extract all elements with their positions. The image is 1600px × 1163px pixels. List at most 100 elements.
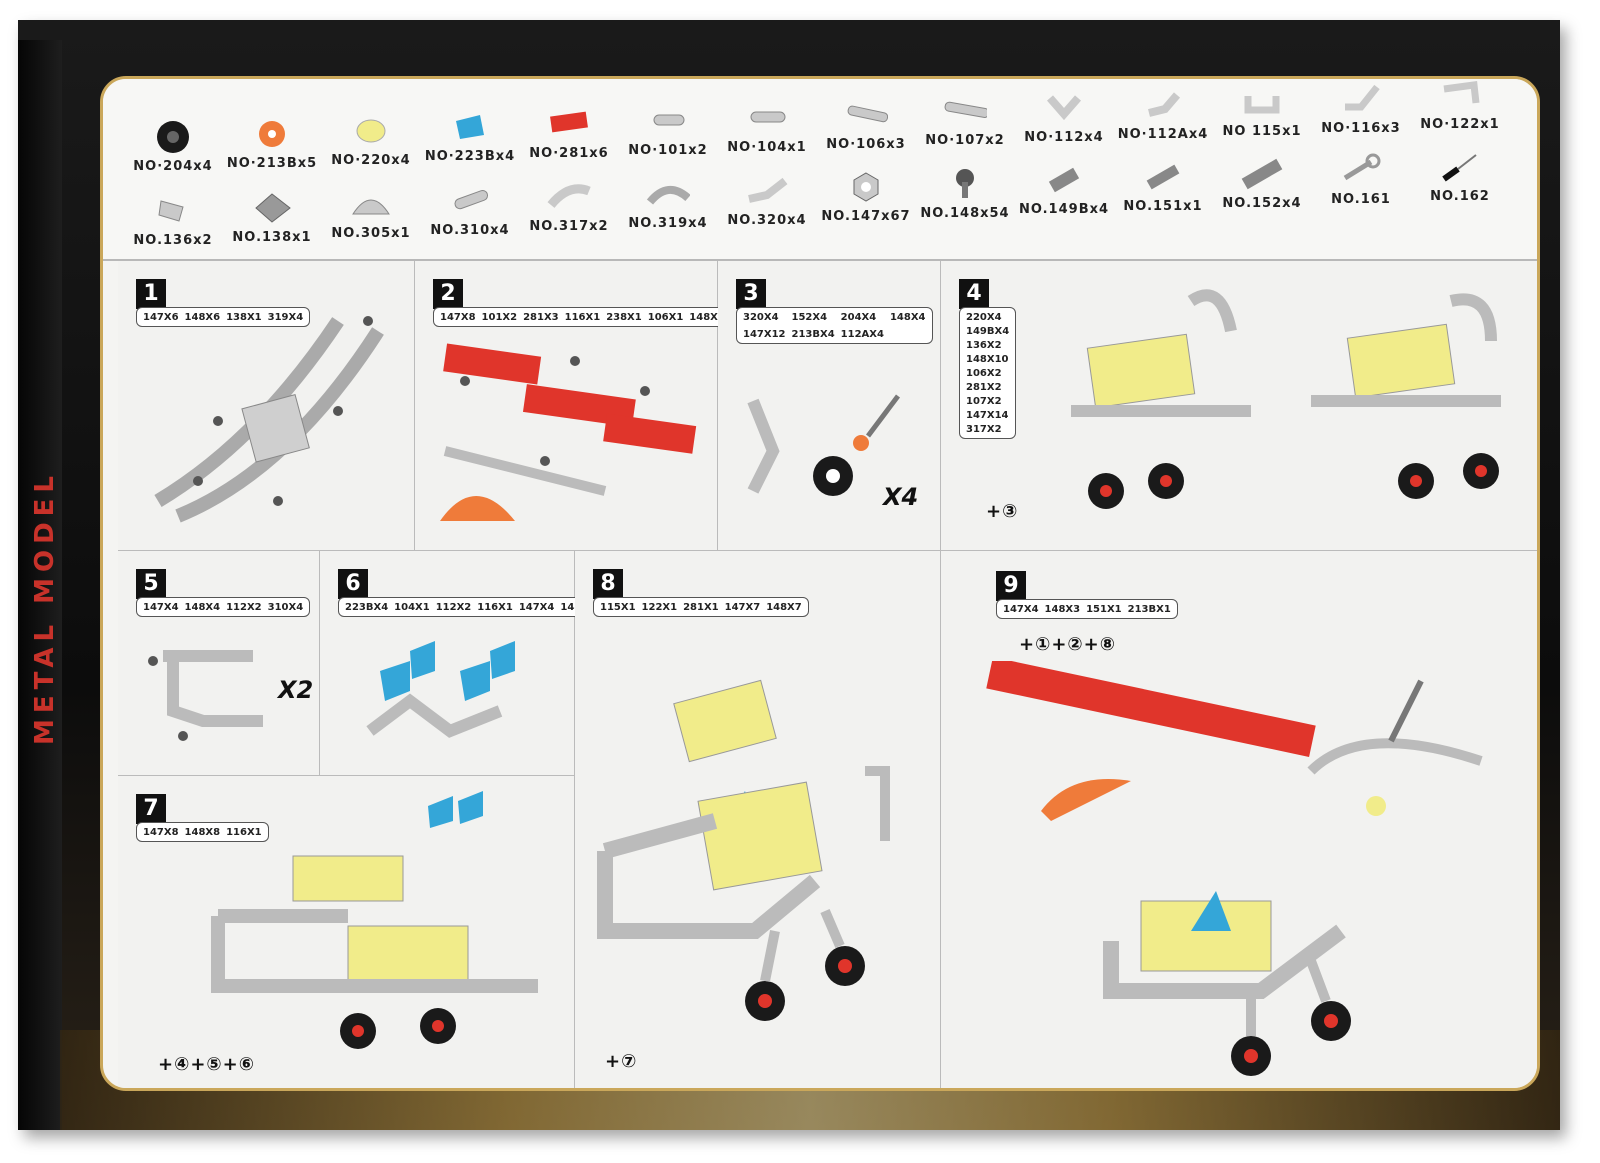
step-parts-list: 147X8 101X2 281X3 116X1 238X1 106X1 148X…: [433, 307, 732, 327]
part-icon: [1146, 164, 1180, 190]
part-count: 147X6: [143, 312, 179, 323]
part-count: 116X1: [226, 827, 262, 838]
part-count: 147X4: [1003, 604, 1039, 615]
part-count: 148X6: [184, 312, 221, 323]
part-count: 281X3: [523, 312, 559, 323]
part-count: 213BX1: [1127, 604, 1171, 615]
part-item: NO.151x1: [1111, 155, 1215, 214]
part-label: NO.152x4: [1222, 195, 1302, 211]
part-count: 148X4: [184, 602, 221, 613]
part-item: NO.136x2: [121, 189, 225, 248]
part-icon: [1345, 84, 1380, 111]
combine-note: +③: [986, 501, 1019, 522]
part-icon-wrap: [121, 189, 225, 233]
part-icon: [157, 121, 189, 153]
part-icon-wrap: [517, 102, 621, 146]
part-label: NO.138x1: [232, 229, 312, 245]
part-count: 112AX4: [840, 329, 884, 340]
part-label: NO·213Bx5: [226, 155, 318, 171]
part-item: NO·112x4: [1012, 86, 1116, 145]
part-icon: [1046, 95, 1082, 121]
part-icon-wrap: [220, 112, 324, 156]
part-count: 147X4: [143, 602, 179, 613]
part-label: NO.317x2: [529, 219, 609, 235]
part-count: 112X2: [435, 602, 472, 613]
part-icon-wrap: [1111, 155, 1215, 199]
part-item: NO.152x4: [1210, 152, 1314, 211]
part-count: 148X8: [689, 312, 725, 323]
step-number: 8: [593, 569, 623, 599]
step-number: 4: [959, 279, 989, 309]
part-count: 106X2: [966, 368, 1002, 379]
part-icon-wrap: [121, 115, 225, 159]
part-item: NO.147x67: [814, 165, 918, 224]
multiplier: X4: [883, 483, 919, 511]
parts-list: NO·204x4 NO·213Bx5 NO·220x4 NO·223Bx4 NO…: [103, 79, 1537, 261]
part-count: 310X4: [267, 602, 304, 613]
part-item: NO·204x4: [121, 115, 225, 174]
part-icon: [456, 115, 484, 140]
part-count: 238X1: [606, 312, 642, 323]
step-number: 7: [136, 794, 166, 824]
part-count: 147X12: [743, 329, 786, 340]
part-item: NO·104x1: [715, 96, 819, 155]
part-icon-wrap: [913, 89, 1017, 133]
part-count: 319X4: [267, 312, 304, 323]
part-icon-wrap: [1210, 152, 1314, 196]
part-icon-wrap: [814, 165, 918, 209]
part-count: 320X4: [743, 312, 779, 323]
part-icon: [1442, 154, 1477, 182]
part-icon-wrap: [319, 109, 423, 153]
part-count: 136X2: [966, 340, 1002, 351]
part-item: NO·107x2: [913, 89, 1017, 148]
step-number: 5: [136, 569, 166, 599]
part-count: 148X4: [889, 312, 926, 323]
part-item: NO·213Bx5: [220, 112, 324, 171]
part-icon: [847, 105, 888, 122]
assembly-illustration: [440, 343, 697, 521]
step-parts-list: 220X4 149BX4 136X2 148X10 106X2 281X2 10…: [959, 307, 1017, 439]
part-count: 148X7: [766, 602, 802, 613]
part-label: NO·204x4: [133, 159, 213, 174]
part-count: 122X1: [641, 602, 678, 613]
combine-note: +④+⑤+⑥: [158, 1054, 255, 1075]
assembly-illustration: [597, 679, 890, 1021]
part-item: NO.319x4: [616, 172, 720, 231]
part-icon-wrap: [319, 182, 423, 226]
assembly-illustration: [1071, 289, 1501, 509]
part-label: NO 115x1: [1222, 123, 1302, 139]
part-icon: [454, 189, 489, 209]
part-item: NO.148x54: [913, 162, 1017, 221]
part-count: 204X4: [840, 312, 877, 323]
part-count: 151X1: [1086, 604, 1122, 615]
part-icon-wrap: [1210, 80, 1314, 124]
step-number: 6: [338, 569, 368, 599]
part-label: NO.320x4: [727, 212, 807, 228]
part-label: NO·112x4: [1024, 130, 1104, 146]
part-icon: [356, 119, 386, 143]
step-6: 6 223BX4 104X1 112X2 116X1 147X4 148X4: [320, 551, 603, 776]
part-item: NO·223Bx4: [418, 105, 522, 164]
step-parts-list: 147X4 148X4 112X2 310X4: [136, 597, 311, 617]
part-icon: [1241, 158, 1283, 189]
part-count: 147X14: [966, 410, 1009, 421]
step-1: 1 147X6 148X6 138X1 319X4: [118, 261, 415, 551]
part-item: NO·281x6: [517, 102, 621, 161]
part-count: 112X2: [226, 602, 262, 613]
part-icon: [956, 168, 974, 198]
part-count: 147X8: [440, 312, 476, 323]
part-icon-wrap: [1012, 158, 1116, 202]
step-7: 7 147X8 148X8 116X1 +④+⑤+⑥: [118, 776, 575, 1088]
part-label: NO·220x4: [331, 152, 411, 168]
part-item: NO·122x1: [1408, 79, 1512, 132]
part-icon: [748, 177, 788, 203]
part-item: NO·101x2: [616, 99, 720, 158]
part-icon-wrap: [715, 169, 819, 213]
part-icon: [255, 192, 291, 223]
part-icon-wrap: [1408, 79, 1512, 117]
part-label: NO.149Bx4: [1018, 202, 1110, 218]
assembly-illustration: [986, 661, 1483, 1076]
part-label: NO.310x4: [430, 222, 510, 238]
part-item: NO·106x3: [814, 93, 918, 152]
part-label: NO·106x3: [826, 136, 906, 152]
